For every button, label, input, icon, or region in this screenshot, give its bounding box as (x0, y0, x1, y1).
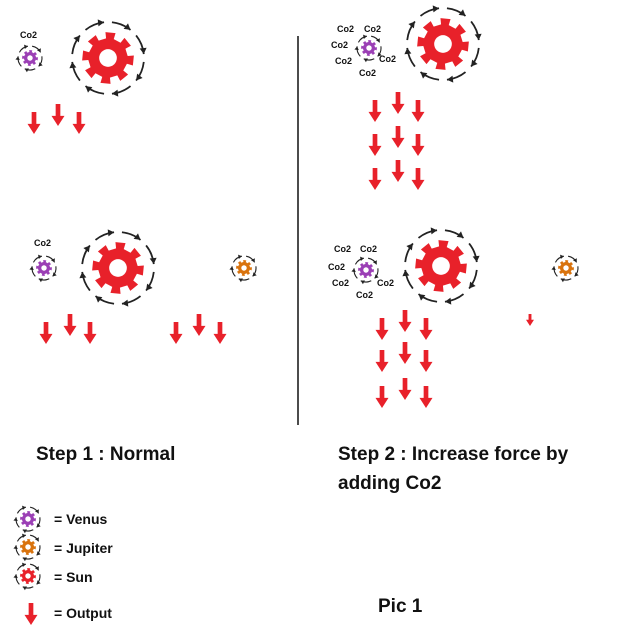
legend-jupiter-gear-icon (20, 539, 36, 555)
step2-top-output-arrow-6 (411, 134, 425, 156)
legend-jupiter-label: = Jupiter (54, 540, 113, 556)
step2-top-co2-label-3: Co2 (331, 40, 348, 50)
step1-top-sun-gear-icon (82, 32, 134, 84)
legend-sun-orbit-icon (13, 562, 41, 591)
step2-top-output-arrow-5 (391, 126, 405, 148)
step2-bottom-co2-label-2: Co2 (360, 244, 377, 254)
step1-bottom-output-arrow-5 (192, 314, 206, 336)
step1-top-venus-gear-icon (22, 50, 38, 66)
step2-top-sun-gear-icon (417, 18, 469, 70)
legend-venus-gear-icon (20, 511, 36, 527)
step1-top-co2-label: Co2 (20, 30, 37, 40)
step2-bottom-jupiter-gear-icon (558, 260, 574, 276)
step1-bottom-output-arrow-4 (169, 322, 183, 344)
step2-top-co2-label-1: Co2 (337, 24, 354, 34)
step1-bottom-sun-gear-icon (92, 242, 144, 294)
step2-bottom-jupiter-orbit-icon (551, 254, 579, 283)
step2-top-venus-orbit-icon (354, 34, 382, 63)
step1-bottom-output-arrow-3 (83, 322, 97, 344)
step2-bottom-output-arrow-8 (398, 378, 412, 400)
step2-bottom-co2-label-4: Co2 (332, 278, 349, 288)
step-2-caption: Step 2 : Increase force by adding Co2 (338, 444, 569, 494)
step2-top-output-arrow-1 (368, 100, 382, 122)
step2-top-output-arrow-3 (411, 100, 425, 122)
step1-top-venus-orbit-icon (15, 44, 43, 73)
legend-jupiter-orbit-icon (13, 533, 41, 562)
step2-top-output-arrow-4 (368, 134, 382, 156)
step2-top-venus-gear-icon (361, 40, 377, 56)
step2-bottom-output-arrow-1 (375, 318, 389, 340)
step2-top-co2-label-5: Co2 (379, 54, 396, 64)
step1-bottom-venus-gear-icon (36, 260, 52, 276)
step1-bottom-jupiter-orbit-icon (229, 254, 257, 283)
step2-top-output-arrow-2 (391, 92, 405, 114)
step1-bottom-output-arrow-2 (63, 314, 77, 336)
step2-bottom-output-arrow-5 (398, 342, 412, 364)
step2-bottom-co2-label-6: Co2 (356, 290, 373, 300)
step1-bottom-jupiter-gear-icon (236, 260, 252, 276)
step2-top-sun-orbit-icon (404, 5, 482, 83)
step2-bottom-jupiter-output-arrow (526, 314, 534, 326)
step2-bottom-output-arrow-6 (419, 350, 433, 372)
step2-bottom-co2-label-1: Co2 (334, 244, 351, 254)
step2-bottom-output-arrow-9 (419, 386, 433, 408)
step1-bottom-output-arrow-6 (213, 322, 227, 344)
step2-bottom-sun-gear-icon (415, 240, 467, 292)
legend-venus-label: = Venus (54, 511, 108, 527)
step2-top-output-arrow-9 (411, 168, 425, 190)
legend-output-label: = Output (54, 605, 112, 621)
step1-top-output-arrow-3 (72, 112, 86, 134)
step2-top-output-arrow-8 (391, 160, 405, 182)
step2-top-co2-label-2: Co2 (364, 24, 381, 34)
step2-bottom-output-arrow-4 (375, 350, 389, 372)
step2-bottom-output-arrow-3 (419, 318, 433, 340)
legend-venus-orbit-icon (13, 505, 41, 534)
step2-top-co2-label-6: Co2 (359, 68, 376, 78)
step2-bottom-output-arrow-2 (398, 310, 412, 332)
step2-bottom-venus-gear-icon (358, 262, 374, 278)
step1-top-output-arrow-1 (27, 112, 41, 134)
step1-top-sun-orbit-icon (69, 19, 147, 97)
picture-label: Pic 1 (378, 596, 423, 617)
legend-sun-label: = Sun (54, 569, 93, 585)
step2-bottom-venus-orbit-icon (351, 256, 379, 285)
step-1-caption: Step 1 : Normal (36, 444, 176, 465)
step1-bottom-co2-label: Co2 (34, 238, 51, 248)
step1-bottom-sun-orbit-icon (79, 229, 157, 307)
step2-bottom-co2-label-5: Co2 (377, 278, 394, 288)
step2-bottom-sun-orbit-icon (402, 227, 480, 305)
step1-bottom-output-arrow-1 (39, 322, 53, 344)
step1-bottom-venus-orbit-icon (29, 254, 57, 283)
legend-output-arrow (24, 603, 38, 625)
step2-bottom-output-arrow-7 (375, 386, 389, 408)
step2-bottom-co2-label-3: Co2 (328, 262, 345, 272)
step2-top-co2-label-4: Co2 (335, 56, 352, 66)
step1-top-output-arrow-2 (51, 104, 65, 126)
step2-top-output-arrow-7 (368, 168, 382, 190)
legend-sun-gear-icon (20, 568, 36, 584)
